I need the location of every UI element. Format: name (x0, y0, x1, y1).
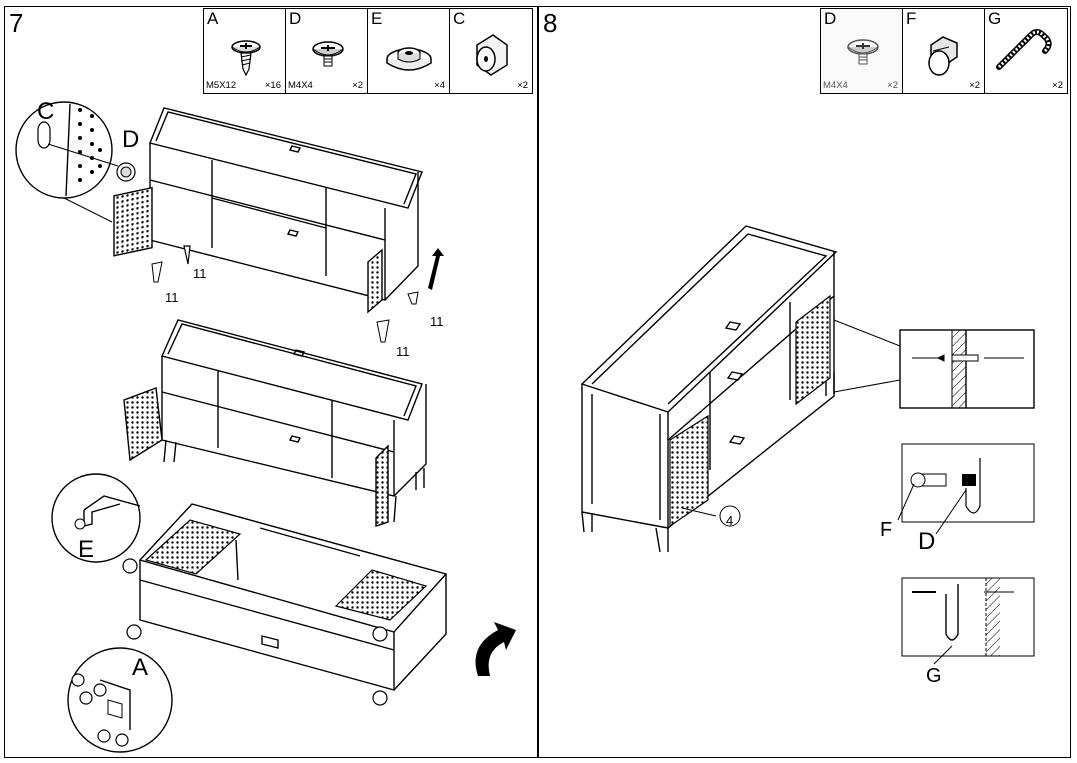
knob-icon (476, 34, 508, 76)
screw-icon (231, 40, 261, 77)
step-divider (537, 6, 539, 758)
part-ref-4: 4 (726, 513, 734, 528)
part-letter: C (453, 9, 466, 28)
mesh-door-right (367, 248, 383, 314)
part-c: C ×2 (450, 9, 532, 93)
mesh-panel-left (144, 519, 242, 575)
callout-a: A (132, 654, 149, 681)
part-qty: ×2 (969, 80, 980, 91)
detail-circle-e (51, 473, 141, 563)
detail-circle-cd (15, 101, 113, 199)
part-qty: ×2 (352, 80, 363, 91)
step-7-parts-list: A M5X12 ×16 D M4X4 ×2 E (203, 8, 533, 94)
anti-tip-strap-icon (996, 29, 1052, 70)
screw-icon (312, 41, 344, 67)
part-size: M5X12 (206, 80, 237, 91)
part-ref-11: 11 (396, 344, 410, 359)
part-g: G ×2 (985, 9, 1067, 93)
screw-icon (847, 39, 879, 65)
callout-f: F (880, 519, 893, 541)
callout-d: D (918, 528, 936, 555)
step-8-parts-list: D M4X4 ×2 F ×2 G ×2 (820, 8, 1068, 94)
part-letter: A (207, 9, 219, 28)
mesh-door-left (113, 186, 153, 257)
part-letter: E (371, 9, 383, 28)
cabinet-step7-middle (161, 319, 427, 523)
cabinet-step7-top (149, 107, 423, 301)
part-letter: F (906, 9, 917, 28)
mesh-door-right (375, 444, 389, 527)
part-letter: D (824, 9, 837, 28)
part-size: M4X4 (288, 80, 313, 91)
part-size: M4X4 (823, 80, 848, 91)
step-7-number: 7 (9, 8, 24, 38)
part-qty: ×4 (434, 80, 445, 91)
detail-box-strap (901, 577, 1035, 665)
part-ref-11: 11 (430, 314, 444, 329)
callout-c: C (37, 98, 55, 125)
detail-circle-a (67, 647, 173, 753)
part-letter: D (289, 9, 302, 28)
callout-g: G (926, 665, 942, 687)
part-d: D M4X4 ×2 (821, 9, 903, 93)
mesh-door-left (123, 387, 163, 462)
rotate-arrow-icon (475, 622, 516, 676)
mesh-door-left (669, 414, 709, 528)
part-f: F ×2 (903, 9, 985, 93)
part-a: A M5X12 ×16 (204, 9, 286, 93)
part-d: D M4X4 ×2 (286, 9, 368, 93)
detail-box-wall-screw (899, 329, 1035, 409)
part-ref-11: 11 (165, 290, 179, 305)
washer-icon (386, 47, 432, 71)
part-qty: ×16 (264, 80, 281, 91)
anchor-bolt-icon (928, 36, 958, 76)
part-qty: ×2 (517, 80, 528, 91)
step-8-number: 8 (543, 8, 558, 38)
part-e: E ×4 (368, 9, 450, 93)
callout-d: D (122, 126, 140, 153)
mesh-panel-right (334, 569, 428, 621)
mesh-door-right (795, 294, 831, 406)
part-letter: G (988, 9, 1002, 28)
part-qty: ×2 (887, 80, 898, 91)
detail-box-anchor (897, 443, 1035, 535)
part-ref-11: 11 (193, 266, 207, 281)
callout-e: E (78, 536, 95, 563)
cabinet-step8 (580, 225, 838, 553)
part-qty: ×2 (1052, 80, 1063, 91)
